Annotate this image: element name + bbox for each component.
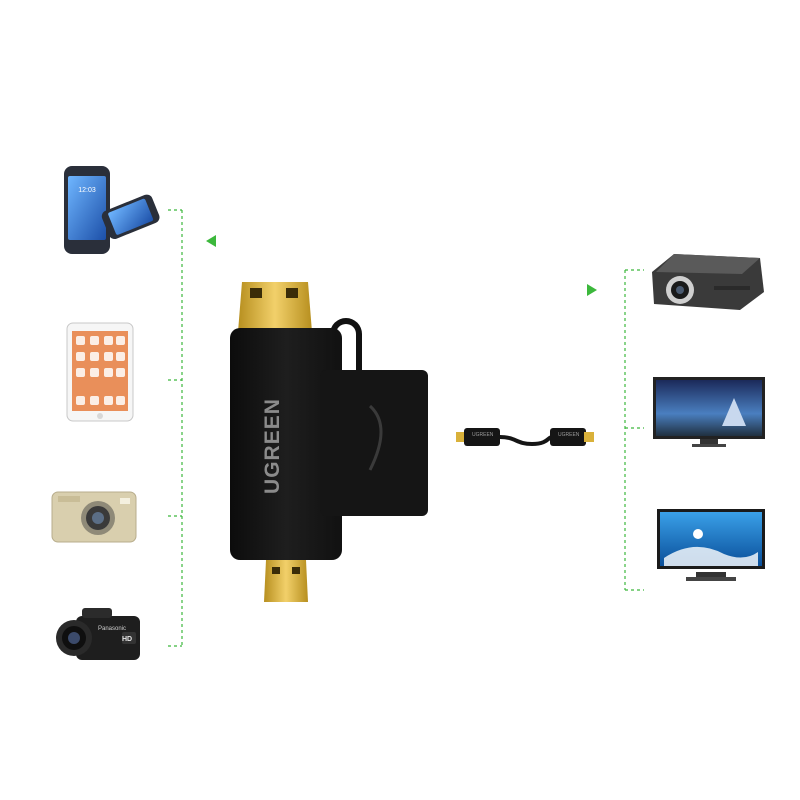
arrow-right-icon	[585, 283, 599, 297]
cable-brand-label-right: UGREEN	[558, 432, 580, 438]
digital-camera-icon	[50, 486, 140, 546]
camcorder-hd-badge: HD	[122, 636, 133, 643]
smartphones-icon: 12:03	[52, 158, 162, 263]
cable-brand-label-left: UGREEN	[472, 432, 494, 438]
camcorder-icon	[52, 602, 144, 668]
right-bracket-line	[622, 268, 646, 592]
projector-icon	[644, 246, 768, 316]
tablet-icon	[66, 322, 136, 422]
tv-icon	[656, 508, 766, 584]
svg-text:12:03: 12:03	[78, 187, 96, 194]
adapter-brand-label: UGREEN	[261, 398, 284, 494]
hdmi-cable-image	[456, 422, 596, 452]
camcorder-brand-label: Panasonic	[97, 626, 127, 632]
left-bracket-line	[166, 208, 186, 648]
monitor-icon	[652, 376, 766, 450]
arrow-left-icon	[204, 234, 218, 248]
adapter-image	[220, 262, 435, 602]
